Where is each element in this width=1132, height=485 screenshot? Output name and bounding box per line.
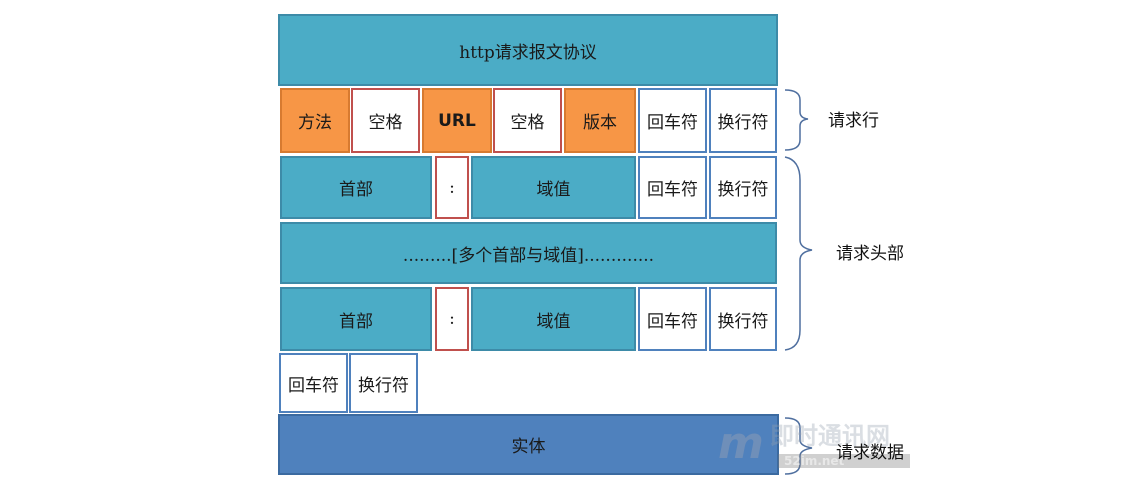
lf-block: 换行符 xyxy=(349,353,418,413)
watermark-logo: m xyxy=(718,418,764,469)
more-headers-block: .........[多个首部与域值]............. xyxy=(280,222,777,284)
brace-request-headers xyxy=(784,156,813,351)
header-value-block: 域值 xyxy=(471,287,636,351)
label-request-headers: 请求头部 xyxy=(836,244,904,264)
header-name-block: 首部 xyxy=(280,156,432,219)
label-request-line: 请求行 xyxy=(828,111,879,131)
space-block: 空格 xyxy=(351,88,420,153)
colon-block: : xyxy=(435,287,469,351)
watermark-url: 52im.net xyxy=(778,454,910,468)
cr-block: 回车符 xyxy=(279,353,348,413)
brace-request-data xyxy=(784,417,813,475)
space-block: 空格 xyxy=(493,88,562,153)
cr-block: 回车符 xyxy=(638,156,707,219)
url-block: URL xyxy=(422,88,492,153)
lf-block: 换行符 xyxy=(709,156,777,219)
header-value-block: 域值 xyxy=(471,156,636,219)
header-name-block: 首部 xyxy=(280,287,432,351)
method-block: 方法 xyxy=(280,88,350,153)
title-block: http请求报文协议 xyxy=(278,14,778,86)
colon-block: : xyxy=(435,156,469,219)
watermark-text: 即时通讯网 xyxy=(770,422,890,450)
brace-request-line xyxy=(784,89,809,151)
body-block: 实体 xyxy=(278,414,779,475)
cr-block: 回车符 xyxy=(638,287,707,351)
lf-block: 换行符 xyxy=(709,287,777,351)
version-block: 版本 xyxy=(564,88,636,153)
cr-block: 回车符 xyxy=(638,88,707,153)
lf-block: 换行符 xyxy=(709,88,777,153)
label-request-data: 请求数据 xyxy=(836,443,904,463)
